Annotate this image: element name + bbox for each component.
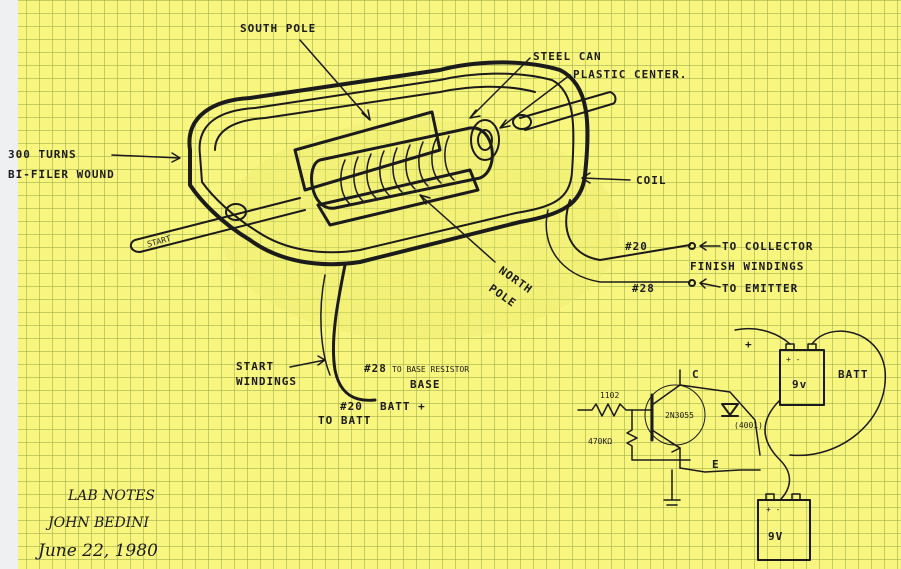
signature-line2: JOHN BEDINI — [45, 515, 150, 531]
plastic-center-arrow — [499, 74, 571, 129]
label-bifiler: BI-FILER WOUND — [8, 168, 115, 181]
south-pole-magnet — [293, 110, 442, 192]
label-start-windings-2: WINDINGS — [236, 375, 297, 388]
wire-emitter-ground — [663, 467, 761, 506]
plastic-center-shaft — [519, 91, 617, 131]
label-wire28-bot: #28 — [364, 362, 387, 375]
battery-bottom-term-minus — [791, 493, 801, 501]
base-resistor — [577, 403, 653, 417]
label-transistor: 2N3055 — [665, 411, 694, 420]
label-c: C — [692, 368, 700, 381]
label-coil: COIL — [636, 174, 667, 187]
diagram-labels: SOUTH POLE STEEL CAN PLASTIC CENTER. 300… — [8, 22, 813, 427]
label-pot: 470KΩ — [588, 437, 612, 446]
label-to-base-resistor: TO BASE RESISTOR — [392, 365, 469, 374]
signature-line3: June 22, 1980 — [35, 541, 158, 561]
label-steel-can: STEEL CAN — [533, 50, 602, 63]
battery-top-volt: 9v — [792, 378, 807, 391]
label-to-collector: TO COLLECTOR — [722, 240, 813, 253]
coil-arrow — [581, 172, 631, 184]
south-pole-arrow — [299, 39, 371, 121]
label-start-windings-1: START — [236, 360, 274, 373]
label-e: E — [712, 458, 720, 471]
paper-stain — [220, 120, 620, 340]
signature-block: LAB NOTES JOHN BEDINI June 22, 1980 — [35, 488, 158, 561]
north-pole-magnet — [316, 168, 480, 227]
signature-line1: LAB NOTES — [67, 488, 155, 504]
turns-arrow — [111, 152, 181, 163]
diode — [721, 403, 739, 417]
battery-bottom-term-plus — [765, 493, 775, 501]
label-wire28-top: #28 — [632, 282, 655, 295]
label-to-emitter: TO EMITTER — [722, 282, 798, 295]
label-batt-plus: BATT + — [380, 400, 426, 413]
wire-plus-to-batt — [734, 328, 791, 345]
wire-to-base — [320, 274, 331, 376]
battery-top-terms: + - — [786, 355, 800, 364]
steel-can-end — [470, 119, 500, 161]
north-pole-arrow — [419, 194, 496, 263]
wire-batt-loop — [789, 330, 886, 457]
label-resistor: 1102 — [600, 391, 619, 400]
wire-to-collector — [565, 199, 691, 261]
battery-bottom — [757, 499, 811, 561]
emitter-arrow — [699, 278, 721, 289]
label-plastic-center: PLASTIC CENTER. — [573, 68, 687, 81]
wire-batt-plus — [331, 263, 377, 402]
battery-bottom-terms: + - — [766, 505, 780, 514]
label-wire20-top: #20 — [625, 240, 648, 253]
coil-assembly — [111, 39, 721, 402]
transistor-emitter-arrow — [669, 441, 681, 453]
label-wire20-bot: #20 — [340, 400, 363, 413]
pot — [626, 409, 691, 461]
plus-sign: + — [745, 338, 753, 351]
label-finish-windings: FINISH WINDINGS — [690, 260, 804, 273]
start-windings-arrow — [289, 355, 326, 368]
steel-can — [310, 126, 494, 210]
mount-hole-right — [512, 114, 532, 130]
steel-can-arrow — [469, 57, 531, 119]
wire-to-emitter — [545, 209, 691, 283]
wire-series-batt — [764, 399, 791, 501]
wire-collector — [679, 384, 761, 456]
battery-top-label: BATT — [838, 368, 869, 381]
transistor-body — [644, 384, 706, 446]
battery-top — [779, 349, 825, 406]
label-led: (4001) — [734, 421, 763, 430]
housing-rim — [214, 85, 536, 151]
start-shaft — [129, 197, 306, 253]
collector-terminal — [688, 242, 696, 250]
label-to-batt: TO BATT — [318, 414, 371, 427]
label-turns: 300 TURNS — [8, 148, 77, 161]
plastic-center-hole — [477, 129, 493, 151]
collector-arrow — [699, 241, 721, 251]
circuit-schematic: + - 9v BATT + C E 2N3055 (4001) 1102 470… — [577, 328, 886, 561]
battery-bottom-volt: 9V — [768, 530, 783, 543]
housing-outline — [187, 60, 590, 267]
label-south-pole: SOUTH POLE — [240, 22, 316, 35]
emitter-terminal — [688, 279, 696, 287]
housing-inner-outline — [198, 72, 575, 254]
coil-windings — [340, 135, 455, 205]
label-base: BASE — [410, 378, 441, 391]
